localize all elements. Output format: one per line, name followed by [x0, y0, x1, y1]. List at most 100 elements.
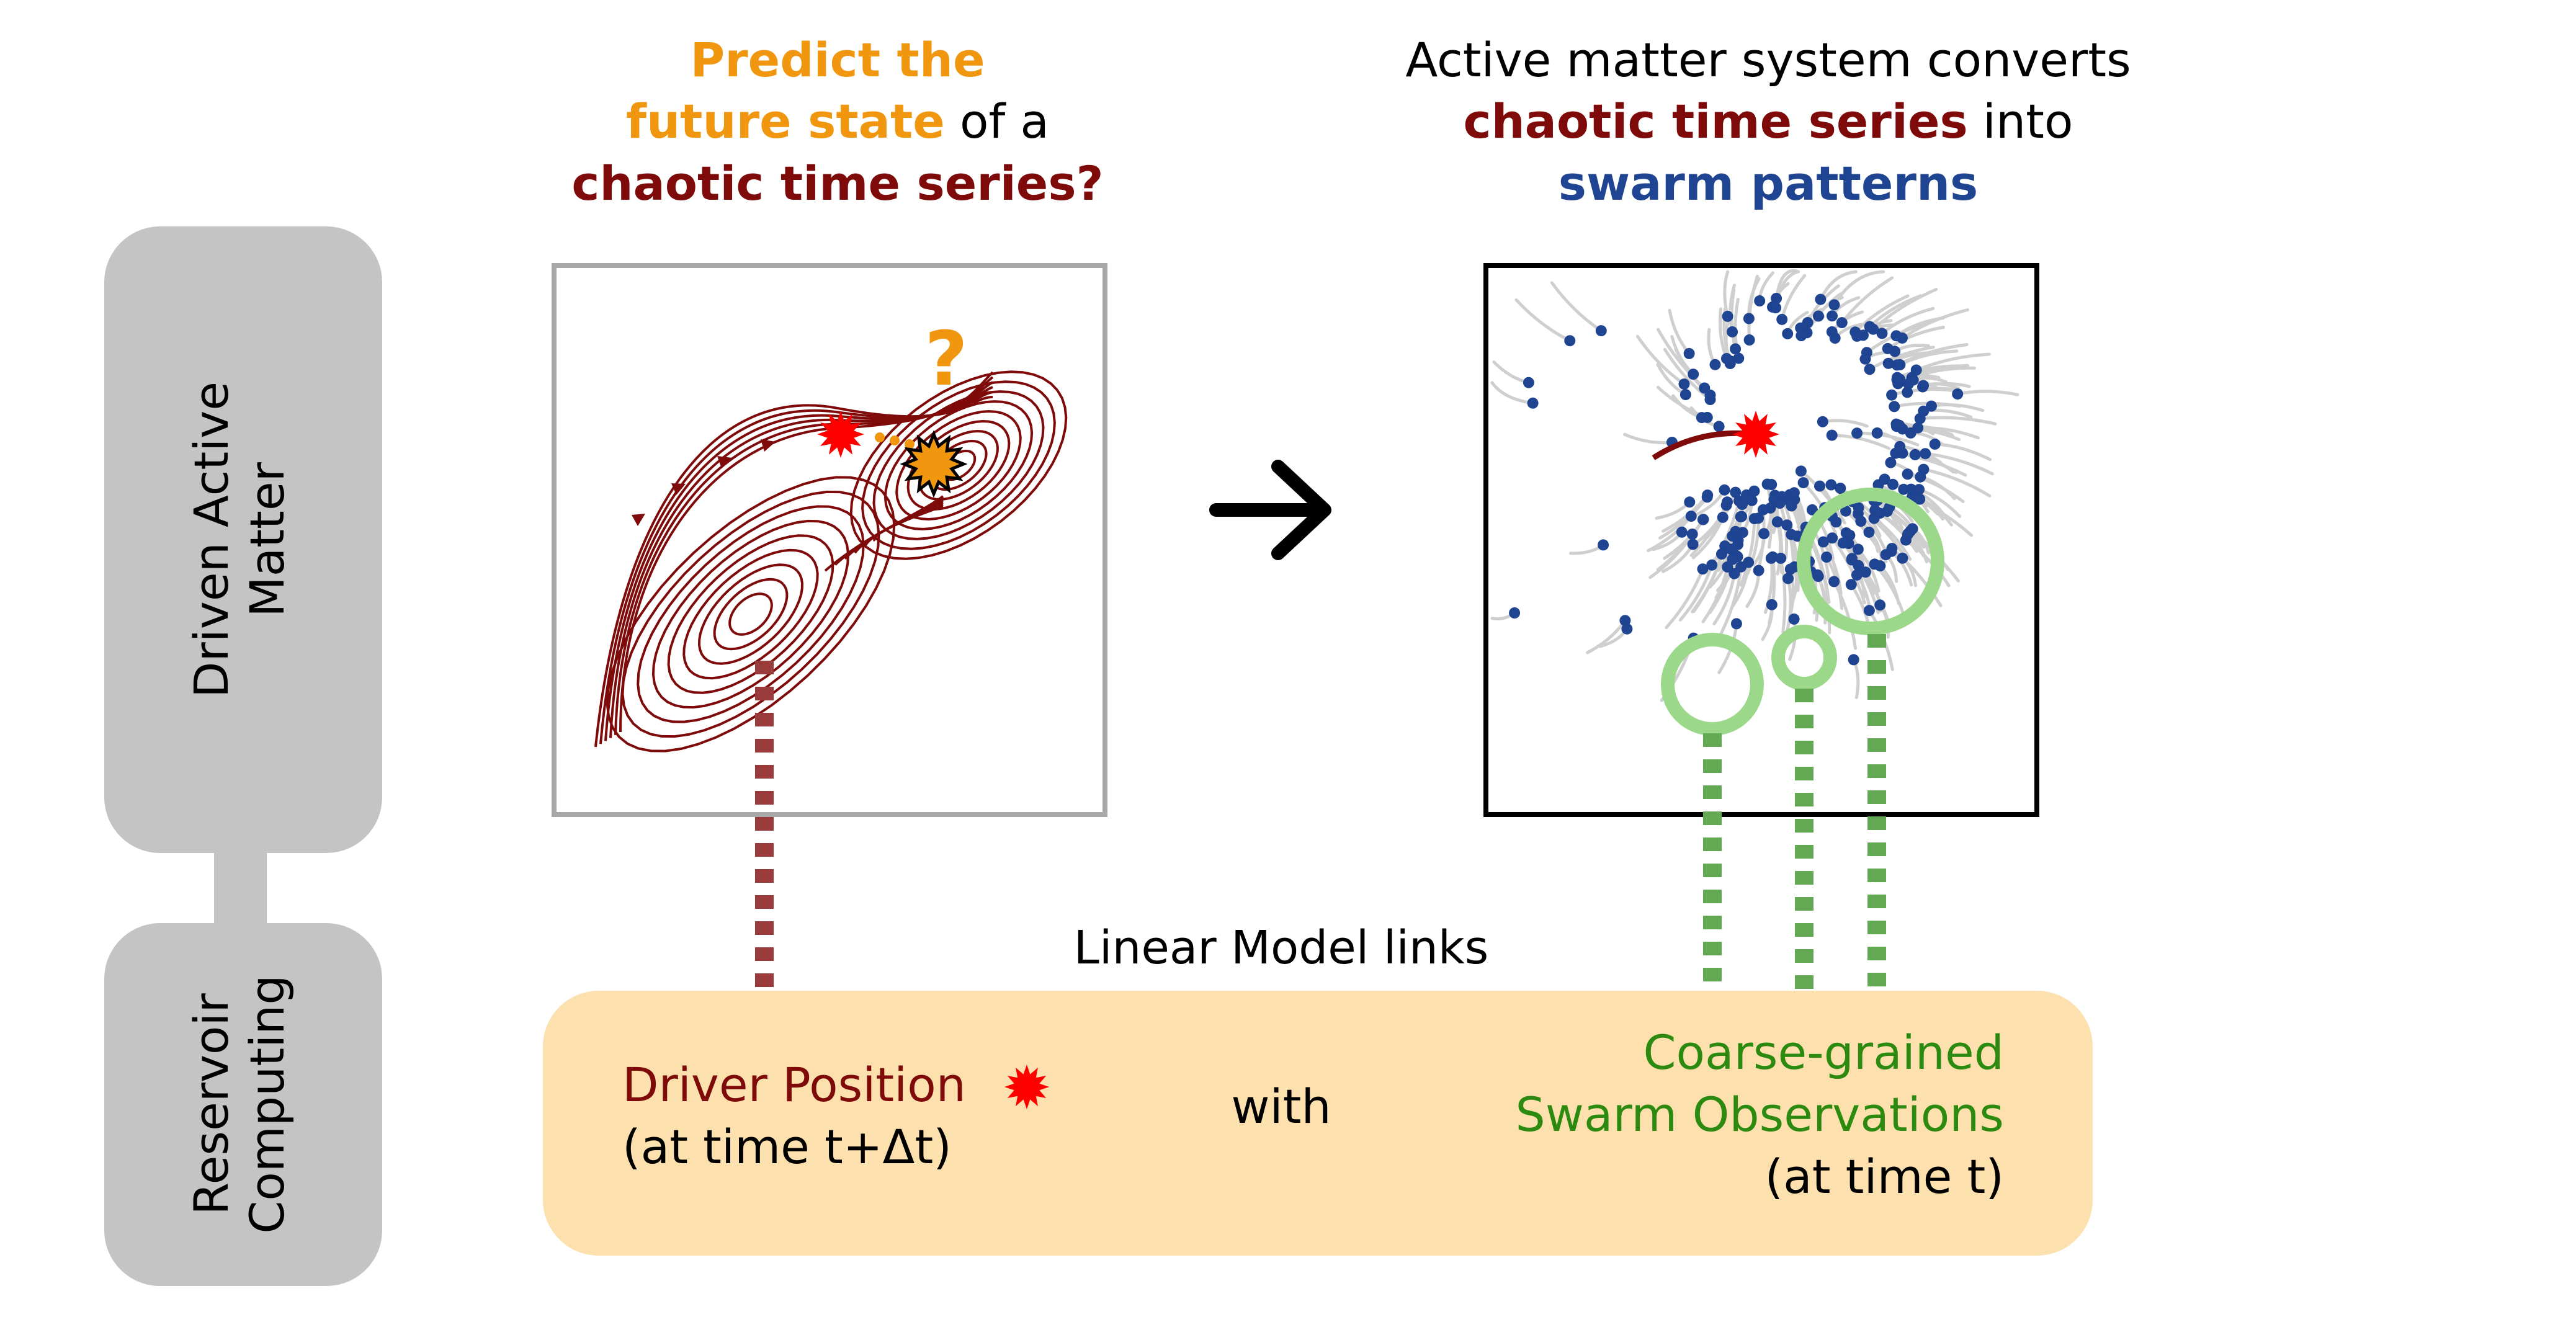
- attractor-curves: [594, 370, 1068, 753]
- swarm-particle: [1848, 654, 1859, 666]
- swarm-particle: [1743, 556, 1755, 568]
- orange-star-icon: [900, 430, 968, 498]
- swarm-particle: [1920, 448, 1931, 460]
- left-title-future-state: future state: [626, 94, 945, 149]
- swarm-particle: [1894, 419, 1905, 431]
- with-label: with: [1231, 1079, 1331, 1134]
- attractor-loop: [651, 519, 850, 709]
- swarm-particle: [1788, 487, 1800, 499]
- swarm-particle: [1685, 511, 1697, 522]
- swarm-particle: [1828, 576, 1840, 587]
- trajectory-arrowhead: [761, 439, 776, 452]
- swarm-particle: [1836, 317, 1848, 329]
- swarm-particle: [1758, 528, 1770, 540]
- swarm-particle: [1767, 301, 1778, 313]
- swarm-particle: [1754, 295, 1766, 306]
- swarm-particle: [1828, 299, 1840, 311]
- swarm-particle: [1771, 516, 1783, 528]
- swarm-particle: [1720, 499, 1732, 511]
- swarm-particle: [1885, 545, 1897, 557]
- driven-active-matter-block: [104, 226, 382, 853]
- swarm-particle: [1757, 504, 1769, 516]
- swarm-particle: [1952, 388, 1964, 400]
- swarm-frame: [1483, 263, 2039, 817]
- particle-trace: [1900, 308, 1969, 340]
- particle-trace: [1956, 390, 2019, 396]
- swarm-particle: [1564, 335, 1576, 347]
- swarm-particle: [1768, 494, 1780, 506]
- swarm-particle: [1929, 438, 1941, 450]
- attractor-loop: [667, 534, 834, 694]
- swarm-particle: [1782, 328, 1794, 339]
- swarm-observations-label: Swarm Observations: [1516, 1087, 2004, 1142]
- driver-star-icon: [1004, 1065, 1049, 1109]
- particle-trace: [1766, 483, 1773, 549]
- swarm-particle: [1722, 561, 1733, 573]
- right-title-line1: Active matter system converts: [1405, 32, 2131, 87]
- particle-trace: [1898, 349, 1959, 367]
- swarm-particle: [1905, 427, 1916, 439]
- particle-trace: [1739, 517, 1756, 587]
- swarm-particle: [1894, 359, 1906, 370]
- swarm-particle: [1859, 353, 1871, 365]
- swarm-particle: [1821, 552, 1832, 563]
- particle-trace: [1747, 274, 1759, 342]
- swarm-particle: [1887, 478, 1898, 490]
- particle-trace: [1868, 346, 1935, 371]
- prediction-dot: [905, 439, 915, 449]
- swarm-particle: [1621, 623, 1633, 635]
- swarm-particle: [1679, 389, 1691, 401]
- swarm-particle: [1688, 368, 1699, 380]
- attractor-panel: ?: [552, 263, 1107, 817]
- trajectory-arrowhead: [671, 483, 686, 495]
- swarm-particle: [1697, 514, 1709, 525]
- swarm-particle: [1814, 480, 1825, 492]
- swarm-particle: [1869, 504, 1881, 516]
- right-title: Active matter system converts chaotic ti…: [1405, 32, 2131, 211]
- swarm-particle: [1743, 334, 1755, 346]
- particle-trace: [1833, 270, 1885, 306]
- swarm-particle: [1595, 325, 1607, 337]
- attractor-loop: [606, 476, 896, 753]
- particle-trace: [1921, 468, 1992, 498]
- swarm-particle: [1851, 427, 1863, 439]
- particle-trace: [1678, 563, 1714, 622]
- swarm-particle: [1523, 377, 1534, 388]
- particle-trace: [1550, 281, 1603, 333]
- attractor-loop: [609, 381, 994, 738]
- swarm-particle: [1736, 511, 1748, 522]
- particle-trace: [1886, 326, 1945, 351]
- red-star-icon: [817, 411, 864, 458]
- linear-model-background: [543, 991, 2093, 1256]
- observation-circle: [1771, 625, 1837, 690]
- driver-time-label: (at time t+Δt): [622, 1119, 952, 1174]
- swarm-particle: [1874, 560, 1886, 572]
- swarm-particle: [1753, 512, 1764, 524]
- swarm-particle: [1619, 615, 1631, 627]
- swarm-particle: [1871, 427, 1883, 439]
- trajectory-arrowhead: [717, 456, 732, 468]
- swarm-particle: [1876, 328, 1888, 339]
- swarm-particle: [1864, 321, 1876, 333]
- swarm-particle: [1829, 333, 1841, 344]
- swarm-particle: [1761, 478, 1773, 490]
- attractor-loop: [873, 505, 944, 542]
- swarm-particle: [1678, 378, 1690, 390]
- swarm-particle: [1796, 330, 1807, 341]
- swarm-particle: [1827, 532, 1838, 544]
- swarm-particle: [1722, 310, 1733, 322]
- observation-circles: [1661, 488, 1944, 736]
- swarm-particle: [1697, 563, 1709, 575]
- attractor-loop: [861, 380, 1056, 550]
- swarm-particle: [1713, 421, 1725, 432]
- swarm-particle: [1686, 529, 1698, 540]
- swarm-particle: [1784, 496, 1796, 507]
- swarm-particle: [1730, 486, 1742, 498]
- swarm-particle: [1897, 332, 1908, 344]
- swarm-particle: [1676, 526, 1688, 538]
- swarm-particle: [1753, 565, 1764, 576]
- swarm-particle: [1737, 527, 1748, 538]
- swarm-particle: [1737, 499, 1748, 511]
- swarm-particle: [1817, 536, 1829, 548]
